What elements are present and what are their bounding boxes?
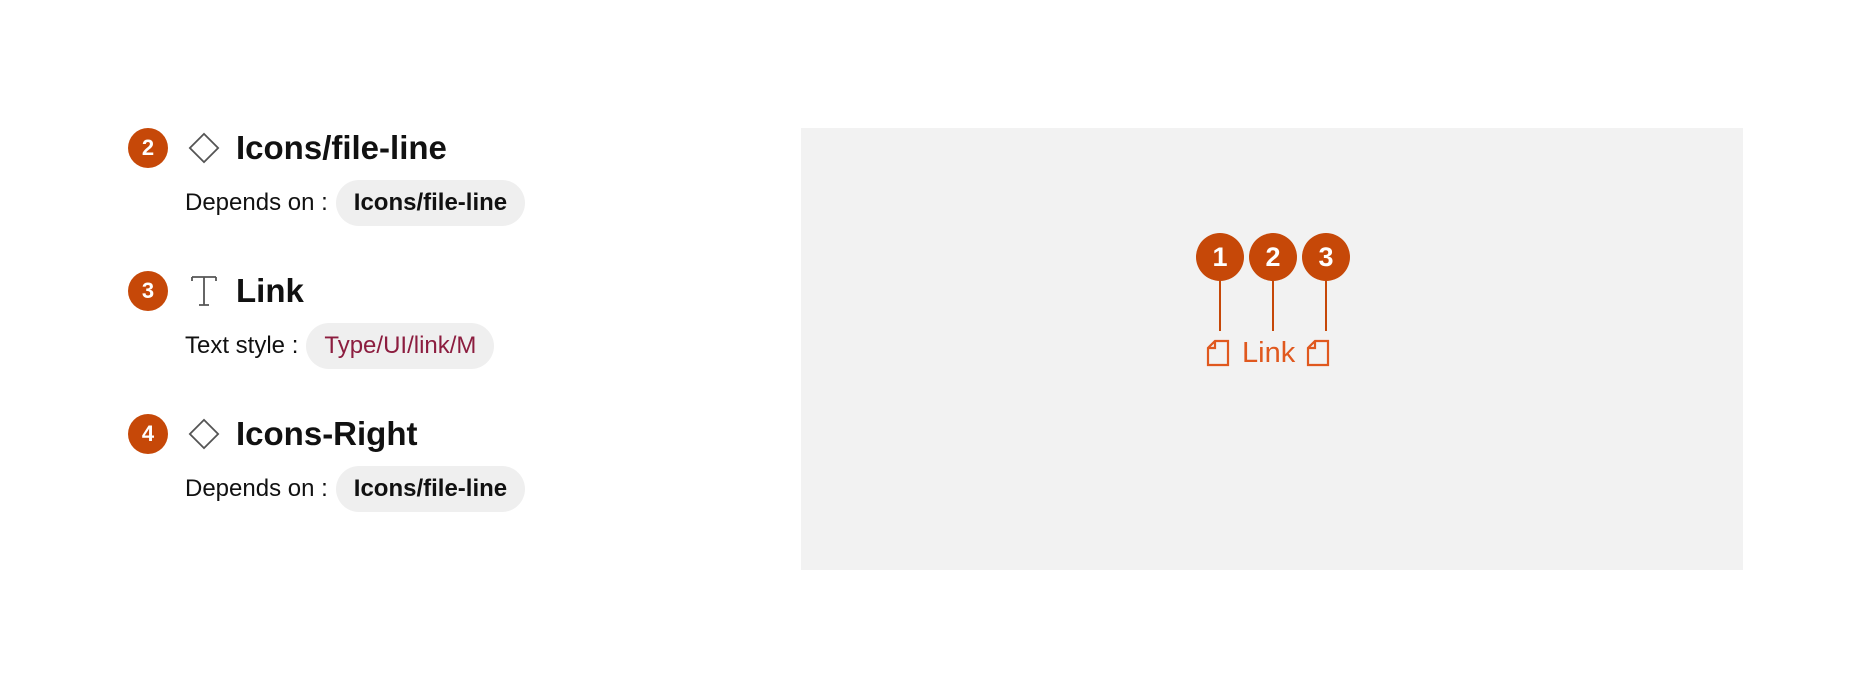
marker-line	[1325, 281, 1327, 331]
dependency-chip[interactable]: Icons/file-line	[335, 180, 526, 226]
marker-pin-2: 2	[1249, 233, 1297, 331]
anatomy-item-header: 4 Icons-Right	[128, 412, 525, 456]
marker-badge: 1	[1196, 233, 1244, 281]
dependency-row: Depends on : Icons/file-line	[185, 466, 526, 512]
depends-on-label: Depends on :	[185, 189, 328, 216]
text-type-icon	[184, 271, 224, 311]
number-badge: 4	[128, 414, 168, 454]
dependency-chip[interactable]: Icons/file-line	[335, 466, 526, 512]
marker-badge: 2	[1249, 233, 1297, 281]
link-label[interactable]: Link	[1242, 336, 1296, 369]
anatomy-item-icons-right: 4 Icons-Right Depends on : Icons/file-li…	[128, 412, 526, 512]
marker-line	[1219, 281, 1221, 331]
number-badge: 3	[128, 271, 168, 311]
component-diamond-icon	[184, 414, 224, 454]
dependency-row: Depends on : Icons/file-line	[185, 180, 526, 226]
item-title: Icons/file-line	[236, 129, 447, 166]
item-title: Icons-Right	[236, 415, 418, 452]
marker-pin-1: 1	[1196, 233, 1244, 331]
marker-pin-3: 3	[1302, 233, 1350, 331]
text-style-chip[interactable]: Type/UI/link/M	[306, 323, 495, 369]
anatomy-item-link: 3 Link Text style : Type/UI/link/M	[128, 269, 495, 369]
item-title: Link	[236, 272, 304, 309]
depends-on-label: Depends on :	[185, 475, 328, 502]
text-style-label: Text style :	[185, 332, 299, 359]
number-badge: 2	[128, 128, 168, 168]
component-diamond-icon	[184, 128, 224, 168]
anatomy-item-header: 2 Icons/file-line	[128, 126, 525, 170]
file-line-icon	[1304, 338, 1332, 368]
file-line-icon	[1204, 338, 1232, 368]
marker-badge: 3	[1302, 233, 1350, 281]
link-component[interactable]: Link	[1204, 332, 1332, 374]
text-style-row: Text style : Type/UI/link/M	[185, 323, 495, 369]
anatomy-item-header: 3 Link	[128, 269, 494, 313]
marker-line	[1272, 281, 1274, 331]
anatomy-item-icons-file-line: 2 Icons/file-line Depends on : Icons/fil…	[128, 126, 526, 226]
component-preview: 1 2 3 Link	[801, 128, 1743, 570]
